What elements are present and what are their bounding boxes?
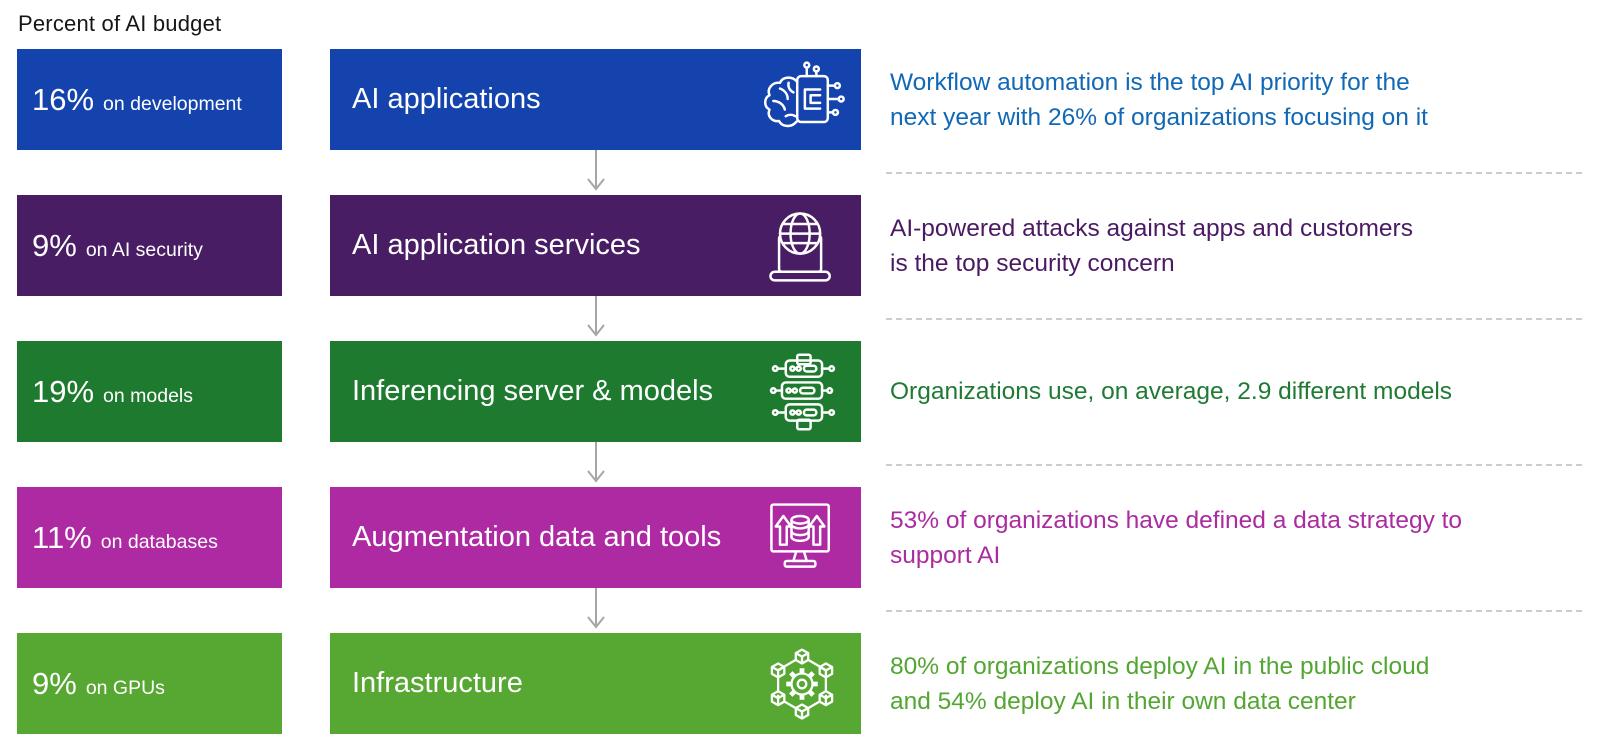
flow-arrow-down [584, 588, 608, 633]
budget-box-models: 19% on models [17, 341, 282, 442]
budget-text: 16% on development [32, 82, 242, 118]
stage-label: AI applications [352, 83, 541, 115]
flow-arrow-down [584, 150, 608, 195]
note-cell: Organizations use, on average, 2.9 diffe… [861, 341, 1600, 466]
budget-box-gpus: 9% on GPUs [17, 633, 282, 734]
stage-label: Augmentation data and tools [352, 521, 722, 553]
budget-label: on development [103, 92, 242, 115]
stage-box-inferencing-server: Inferencing server & models [330, 341, 861, 483]
stage-label: AI application services [352, 229, 641, 261]
spacer [282, 487, 330, 588]
insight-note: AI-powered attacks against apps and cust… [890, 214, 1413, 277]
stage-label: Infrastructure [352, 667, 523, 699]
budget-box-databases: 11% on databases [17, 487, 282, 588]
flow-arrow-down [584, 442, 608, 487]
insight-note: 80% of organizations deploy AI in the pu… [890, 652, 1430, 715]
note-cell: AI-powered attacks against apps and cust… [861, 195, 1600, 320]
network-gear-icon [759, 641, 845, 727]
server-stack-icon [759, 349, 845, 435]
row-ai-application-services: 9% on AI security AI application service… [17, 195, 1600, 337]
row-augmentation-data-tools: 11% on databases Augmentation data and t… [17, 487, 1600, 629]
dashed-separator [886, 610, 1582, 612]
row-infrastructure: 9% on GPUs Infrastructure [17, 633, 1600, 734]
monitor-database-icon [759, 495, 845, 581]
note-cell: 53% of organizations have defined a data… [861, 487, 1600, 612]
stage-box-ai-application-services: AI application services [330, 195, 861, 337]
dashed-separator [886, 464, 1582, 466]
budget-box-development: 16% on development [17, 49, 282, 150]
dashed-separator [886, 172, 1582, 174]
budget-percent: 19% [32, 373, 95, 409]
note-cell: 80% of organizations deploy AI in the pu… [861, 633, 1600, 734]
stage-box-ai-applications: AI applications [330, 49, 861, 191]
spacer [282, 49, 330, 150]
budget-text: 11% on databases [32, 520, 218, 556]
insight-note: Organizations use, on average, 2.9 diffe… [890, 378, 1453, 405]
insight-note: 53% of organizations have defined a data… [890, 506, 1463, 569]
budget-text: 9% on AI security [32, 228, 203, 264]
budget-label: on databases [100, 530, 218, 553]
note-cell: Workflow automation is the top AI priori… [861, 49, 1600, 174]
budget-label: on AI security [85, 238, 203, 261]
brain-circuit-icon [759, 57, 845, 143]
budget-text: 19% on models [32, 374, 193, 410]
dashed-separator [886, 318, 1582, 320]
stage-box-infrastructure: Infrastructure [330, 633, 861, 734]
budget-text: 9% on GPUs [32, 666, 165, 702]
budget-label: on GPUs [85, 676, 165, 699]
stage-box-augmentation-data: Augmentation data and tools [330, 487, 861, 629]
stack-rows: 16% on development AI applications [17, 49, 1600, 734]
spacer [282, 633, 330, 734]
budget-percent: 9% [32, 227, 77, 263]
budget-percent: 16% [32, 81, 95, 117]
row-ai-applications: 16% on development AI applications [17, 49, 1600, 191]
flow-arrow-down [584, 296, 608, 341]
budget-percent: 9% [32, 665, 77, 701]
spacer [282, 195, 330, 296]
row-inferencing-server-models: 19% on models Inferencing server & model… [17, 341, 1600, 483]
stage-label: Inferencing server & models [352, 375, 714, 407]
spacer [282, 341, 330, 442]
budget-box-ai-security: 9% on AI security [17, 195, 282, 296]
page-title: Percent of AI budget [18, 11, 222, 36]
budget-percent: 11% [32, 519, 92, 555]
insight-note: Workflow automation is the top AI priori… [890, 68, 1428, 131]
laptop-globe-icon [759, 203, 845, 289]
budget-label: on models [103, 384, 194, 407]
